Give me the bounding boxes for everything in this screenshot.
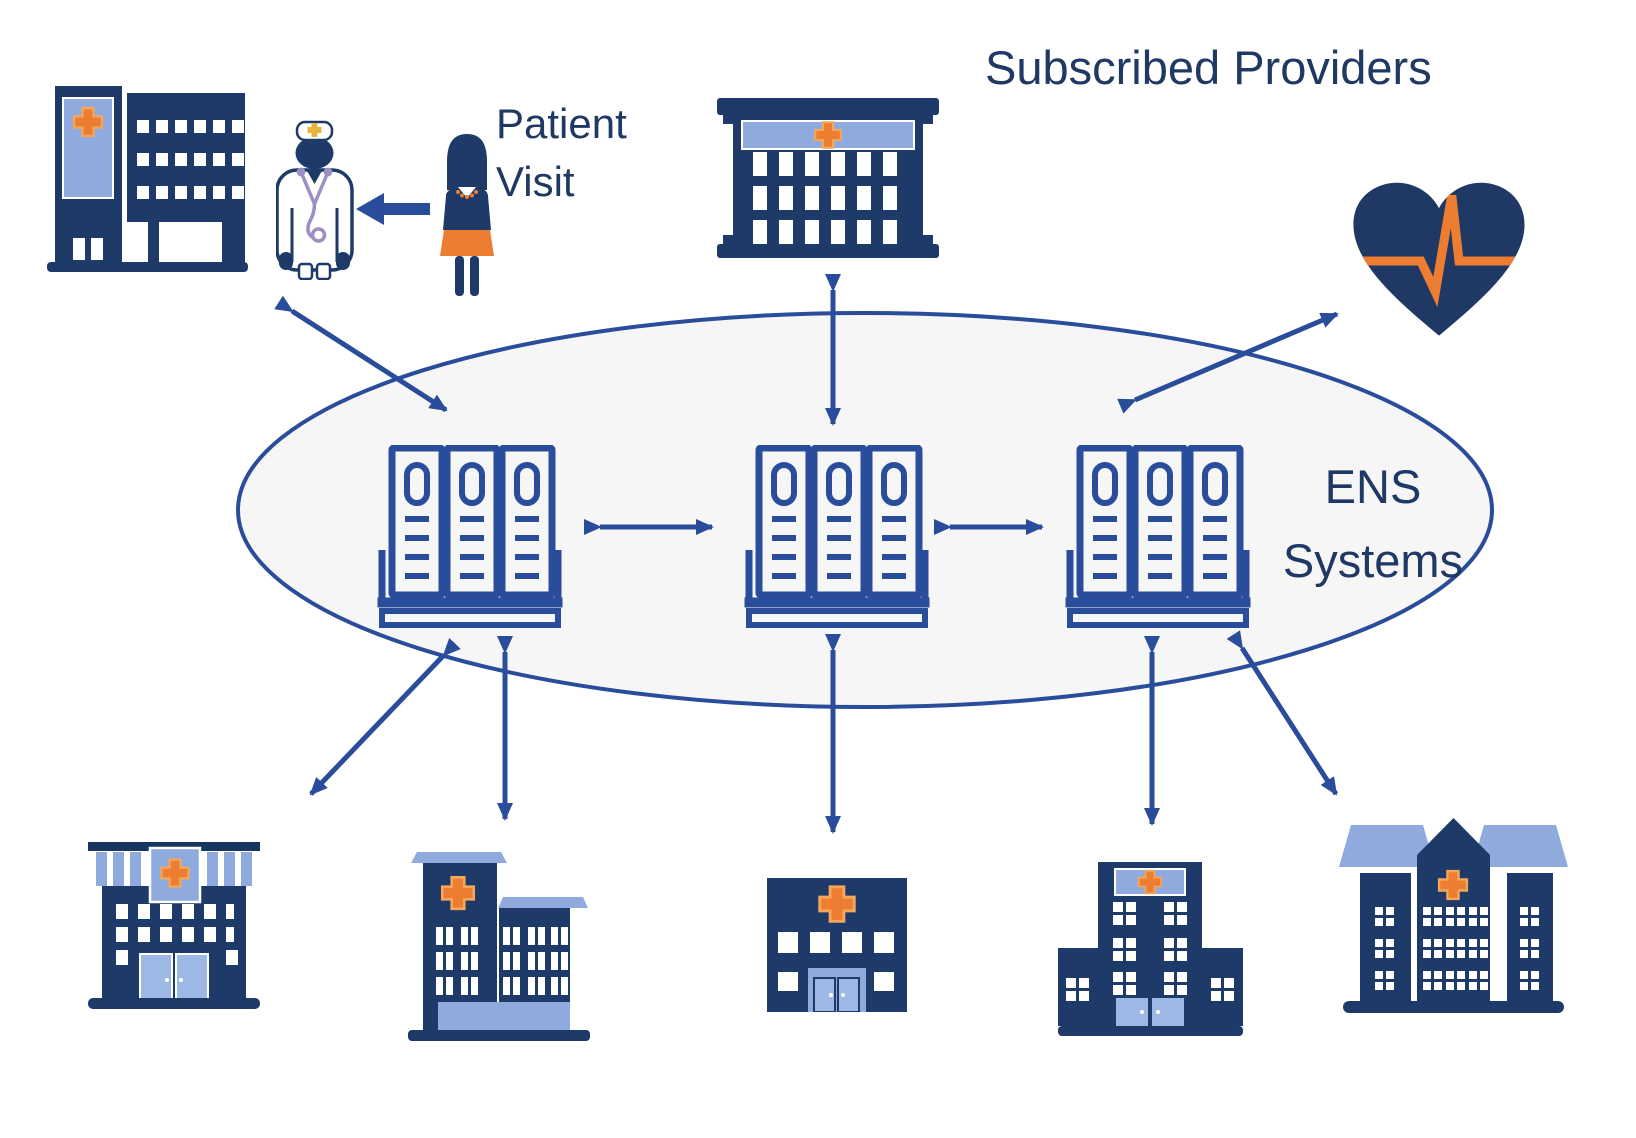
ens-systems-label-line1: ENS xyxy=(1324,460,1422,513)
edge-server3-hospital-bottom-5 xyxy=(1226,630,1339,796)
ens-systems-label-line2: Systems xyxy=(1282,534,1464,587)
patient-visit-label-line2: Visit xyxy=(496,158,575,205)
patient-visit-label: Patient Visit xyxy=(496,95,627,211)
hospital-bottom-2-icon xyxy=(403,850,593,1042)
heart-pulse-icon xyxy=(1348,178,1530,344)
patient-visit-label-line1: Patient xyxy=(496,100,627,147)
patient-to-doctor-arrow xyxy=(356,193,430,225)
ens-server-2-icon xyxy=(742,445,932,630)
patient-icon xyxy=(432,132,502,300)
ens-server-1-icon xyxy=(375,445,565,630)
ens-systems-label: ENS Systems xyxy=(1223,450,1523,598)
clinic-bottom-1-icon xyxy=(88,842,260,1012)
edge-server1-hospital-top-left xyxy=(274,295,448,413)
doctor-icon xyxy=(276,112,356,280)
hospital-bottom-5-icon xyxy=(1337,815,1570,1015)
clinic-bottom-3-icon xyxy=(767,878,907,1012)
hospital-top-middle-icon xyxy=(717,96,939,260)
hospital-top-left-icon xyxy=(45,82,250,274)
subscribed-providers-title: Subscribed Providers xyxy=(985,41,1432,94)
edge-server3-heart xyxy=(1117,311,1339,414)
hospital-bottom-4-icon xyxy=(1058,860,1243,1038)
edge-server1-clinic-bottom-1 xyxy=(309,637,461,796)
